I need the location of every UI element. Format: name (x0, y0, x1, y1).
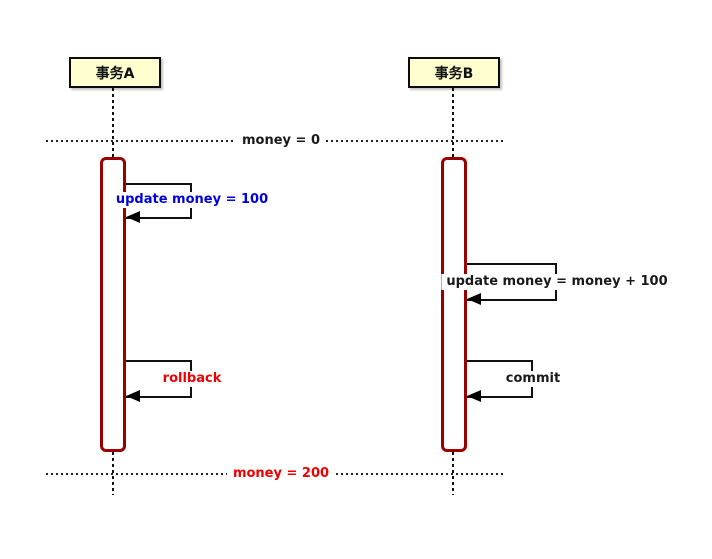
lifeline-transaction-a-upper (112, 88, 114, 157)
arrowhead-icon-update-money-plus-100 (467, 293, 481, 305)
activation-bar-transaction-b (441, 157, 467, 452)
message-label-commit: commit (500, 371, 566, 387)
arrowhead-icon-update-money-100 (126, 211, 140, 223)
arrowhead-icon-rollback (126, 390, 140, 402)
participant-box-transaction-a: 事务A (69, 57, 161, 88)
divider-label-money-200: money = 200 (226, 466, 336, 482)
arrowhead-icon-commit (467, 390, 481, 402)
participant-box-transaction-b: 事务B (408, 57, 500, 88)
message-label-update-money-plus-100: update money = money + 100 (441, 274, 673, 290)
message-label-rollback: rollback (157, 371, 227, 387)
lifeline-transaction-b-upper (452, 88, 454, 157)
message-label-update-money-100: update money = 100 (110, 192, 274, 208)
participant-label-transaction-b: 事务B (434, 65, 474, 82)
divider-label-money-0: money = 0 (235, 133, 327, 149)
participant-label-transaction-a: 事务A (95, 65, 135, 82)
